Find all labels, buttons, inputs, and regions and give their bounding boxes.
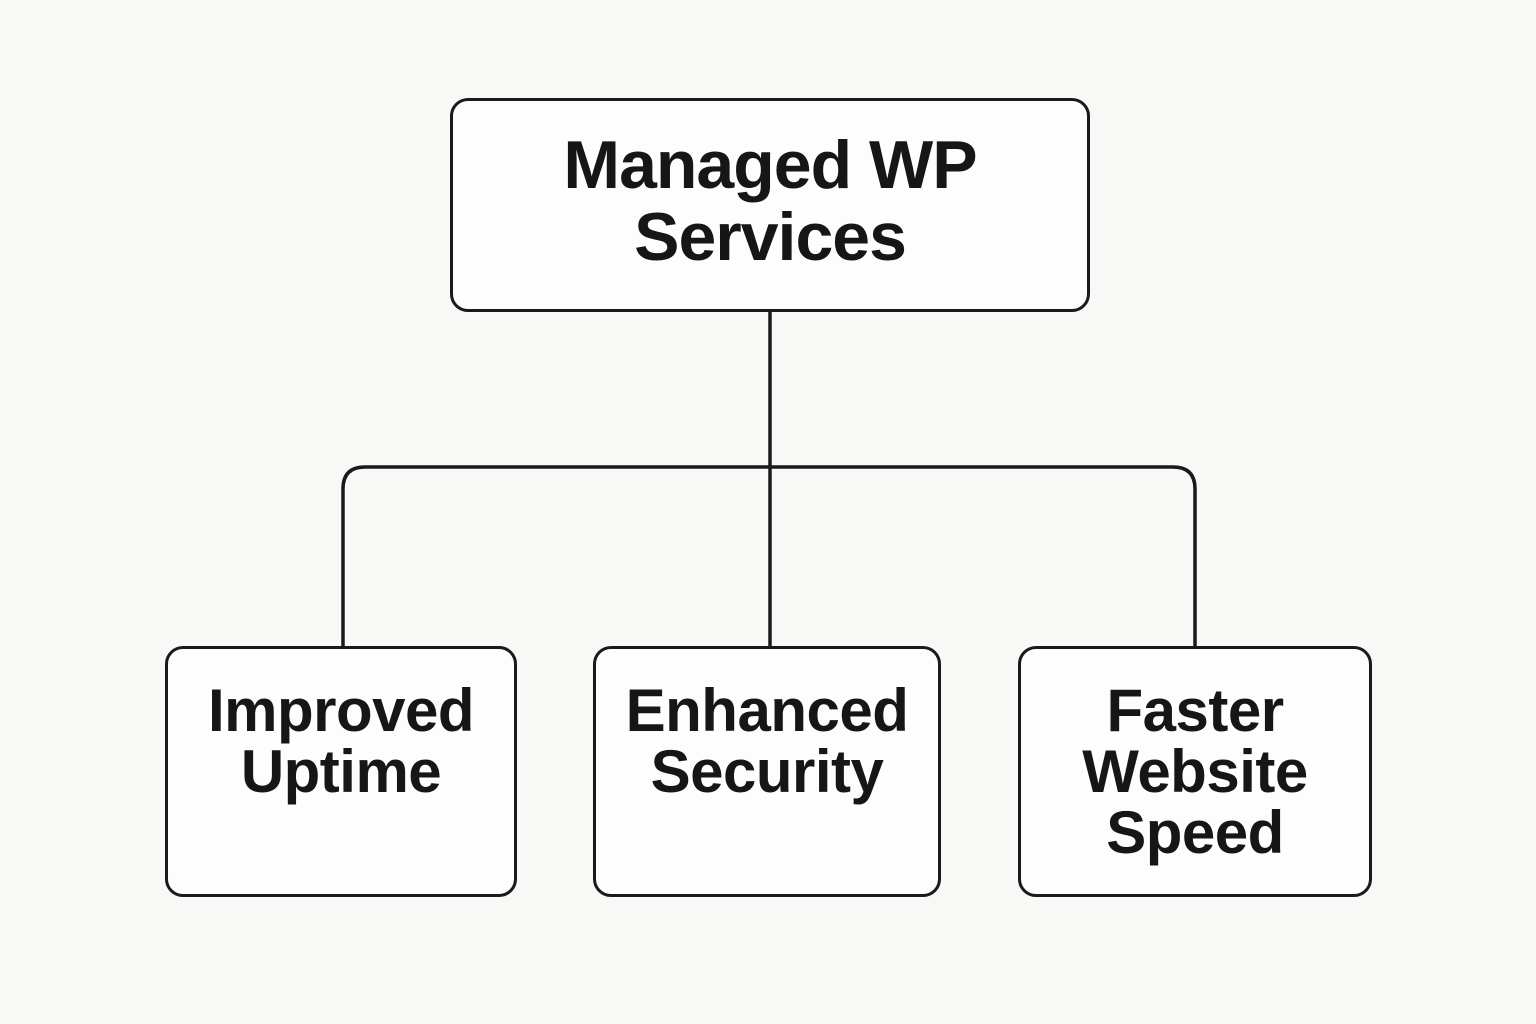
node-label-line: Managed WP — [563, 127, 977, 203]
connector-branch-left-right — [341, 465, 1197, 648]
node-label-line: Improved — [207, 677, 475, 744]
node-faster-website-speed: Faster Website Speed — [1018, 646, 1372, 897]
node-enhanced-security: Enhanced Security — [593, 646, 941, 897]
node-label-line: Website — [1082, 738, 1308, 805]
node-label-line: Services — [634, 199, 907, 275]
node-label-line: Enhanced — [625, 677, 909, 744]
node-label-line: Uptime — [240, 738, 442, 805]
node-label-line: Faster — [1106, 677, 1284, 744]
node-label-line: Speed — [1106, 799, 1284, 866]
node-label-line: Security — [650, 738, 884, 805]
node-managed-wp-services: Managed WP Services — [450, 98, 1090, 312]
node-improved-uptime: Improved Uptime — [165, 646, 517, 897]
